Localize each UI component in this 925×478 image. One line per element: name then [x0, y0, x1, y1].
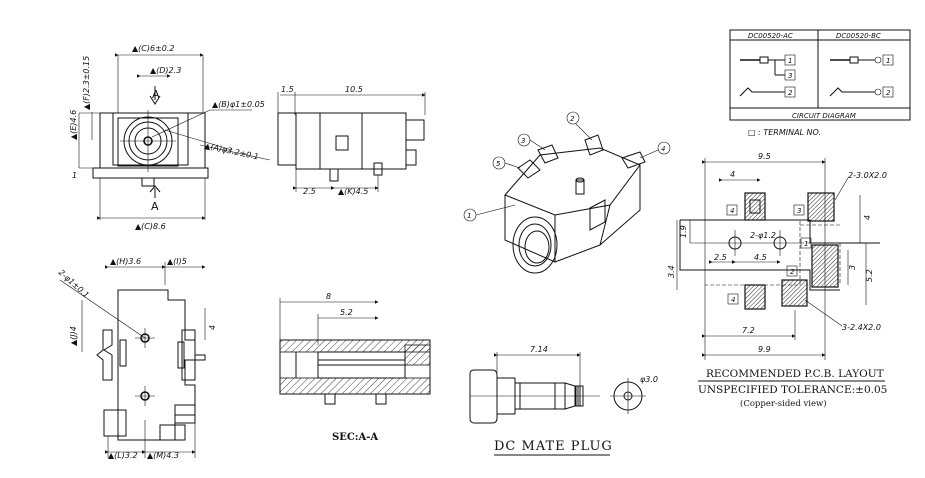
dim-plug-length: 7.14	[530, 345, 548, 354]
pcb-tolerance: UNSPECIFIED TOLERANCE:±0.05	[698, 384, 887, 396]
circuit-col1-t3: 3	[788, 72, 792, 80]
pcb-dim-holes: 2-φ1.2	[750, 231, 776, 240]
circuit-col1-t1: 1	[788, 57, 792, 65]
pcb-dim-pad1: 2-3.0X2.0	[848, 171, 887, 180]
circuit-col1-title: DC00520-AC	[748, 32, 793, 40]
pcb-pad-label-4a: 4	[730, 207, 734, 215]
pcb-title: RECOMMENDED P.C.B. LAYOUT	[706, 368, 884, 380]
pcb-dim-pad2: 3-2.4X2.0	[842, 323, 881, 332]
dim-h: ▲(H)3.6	[110, 257, 141, 266]
dim-b: ▲(B)φ1±0.05	[212, 100, 265, 109]
dim-a: ▲(A)φ3.2±0.1	[204, 141, 260, 161]
isometric-view: 1 2 3 4 5	[463, 111, 671, 274]
pcb-dim-34: 3.4	[667, 265, 676, 278]
pcb-dim-4-right: 4	[863, 215, 872, 220]
dim-f: ▲(F)2.3±0.15	[82, 56, 91, 110]
pcb-dim-72: 7.2	[742, 326, 755, 335]
pcb-pad-label-1: 1	[804, 240, 808, 248]
callout-2: 2	[570, 115, 575, 123]
terminal-note: □ : TERMINAL NO.	[748, 128, 821, 137]
callout-1: 1	[467, 212, 471, 220]
circuit-diagram: DC00520-AC DC00520-BC CIRCUIT DIAGRAM 1 …	[729, 29, 911, 137]
callout-3: 3	[521, 137, 525, 145]
dim-m: ▲(M)4.3	[147, 451, 179, 460]
dim-side-k: ▲(K)4.5	[338, 187, 368, 196]
dim-side-total: 10.5	[345, 85, 363, 94]
pcb-pad-label-2: 2	[790, 268, 795, 276]
section-marker-top: A	[152, 88, 160, 101]
section-view: 8 5.2 SEC:A-A	[279, 292, 431, 443]
dim-hole: 2-φ1±0.1	[57, 268, 91, 300]
callout-5: 5	[496, 160, 501, 168]
circuit-col2-t2: 2	[886, 89, 891, 97]
dim-side-left: 1.5	[281, 85, 294, 94]
pcb-dim-45: 4.5	[754, 253, 767, 262]
pcb-pad-label-4b: 4	[731, 296, 735, 304]
circuit-caption: CIRCUIT DIAGRAM	[792, 112, 856, 120]
circuit-col2-title: DC00520-BC	[836, 32, 881, 40]
pcb-note: (Copper-sided view)	[740, 398, 827, 409]
dim-d: ▲(D)2.3	[150, 66, 181, 75]
circuit-col1-t2: 2	[788, 89, 793, 97]
pcb-dim-19: 1.9	[679, 225, 688, 238]
side-view: 1.5 10.5 2.5 ▲(K)4.5	[277, 85, 426, 196]
plug-caption: DC MATE PLUG	[494, 439, 613, 454]
dim-plug-dia: φ3.0	[640, 375, 658, 384]
dim-side-25: 2.5	[303, 187, 316, 196]
callout-4: 4	[661, 145, 665, 153]
section-caption: SEC:A-A	[332, 432, 378, 443]
pcb-pad-label-3: 3	[797, 207, 801, 215]
pcb-dim-4-top: 4	[730, 170, 735, 179]
dim-1: 1	[72, 171, 77, 180]
pcb-dim-95: 9.5	[758, 152, 771, 161]
circuit-col2-t1: 1	[886, 57, 890, 65]
section-marker-bottom: A	[151, 200, 159, 213]
dim-l: ▲(L)3.2	[108, 451, 138, 460]
dim-sec-8: 8	[326, 292, 331, 301]
plug-view: 7.14 φ3.0 DC MATE PLUG	[469, 345, 658, 456]
pcb-dim-25: 2.5	[714, 253, 727, 262]
pcb-dim-52: 5.2	[865, 269, 874, 282]
dim-c-top: ▲(C)6±0.2	[132, 44, 175, 53]
pcb-layout: 9.5 4 2-3.0X2.0 4 4 3 1 2 4 2	[667, 152, 887, 409]
pcb-dim-99: 9.9	[758, 345, 771, 354]
dim-i: ▲(I)5	[167, 257, 187, 266]
dim-c-bottom: ▲(C)8.6	[135, 222, 166, 231]
dim-sec-52: 5.2	[340, 308, 353, 317]
dim-bottom-4: 4	[208, 325, 217, 330]
front-view: ▲(C)6±0.2 ▲(D)2.3 ▲(F)2.3±0.15 ▲(E)4.6 1…	[69, 44, 271, 231]
dim-j: ▲(J)4	[69, 326, 78, 346]
bottom-view: ▲(H)3.6 ▲(I)5 2-φ1±0.1 ▲(J)4 4 ▲(L)3.2 ▲…	[57, 257, 217, 460]
dim-e: ▲(E)4.6	[69, 110, 78, 140]
pcb-dim-3: 3	[848, 265, 857, 270]
